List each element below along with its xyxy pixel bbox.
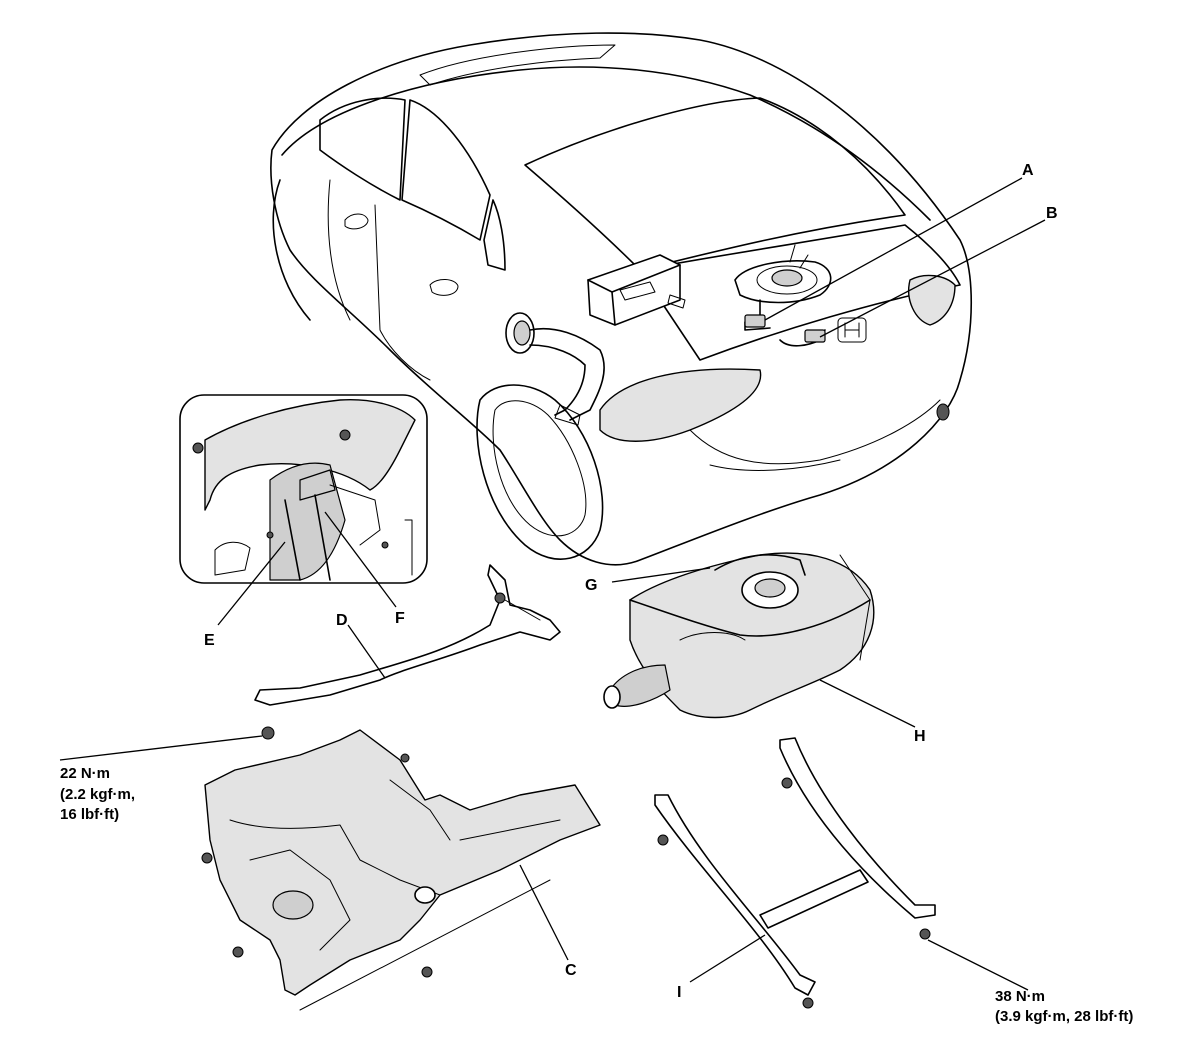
torque-spec-shield-line2: (2.2 kgf·m, <box>60 786 135 803</box>
torque-spec-shield-line3: 16 lbf·ft) <box>60 806 119 823</box>
fuel-tank-h <box>603 552 875 719</box>
fuel-tank-straps-i <box>654 737 936 1009</box>
evap-canister <box>587 254 686 326</box>
honda-emblem <box>837 317 867 343</box>
torque-spec-shield-line1: 22 N·m <box>60 765 110 782</box>
callout-d: D <box>336 612 348 629</box>
fuel-filler-opening <box>505 312 605 426</box>
rear-wheel <box>476 384 604 560</box>
torque-spec-strap-line1: 38 N·m <box>995 988 1045 1005</box>
torque-spec-shield: 22 N·m (2.2 kgf·m, 16 lbf·ft) <box>60 765 135 823</box>
connector-b <box>779 329 826 347</box>
callout-c: C <box>565 962 577 979</box>
leader-lines <box>59 177 1046 991</box>
callout-a: A <box>1022 162 1034 179</box>
fuel-pump-access <box>734 244 832 331</box>
detail-inset <box>179 394 428 584</box>
callout-i: I <box>677 984 681 1001</box>
under-shield-c <box>201 729 601 1011</box>
callout-f: F <box>395 610 405 627</box>
callout-g: G <box>585 577 597 594</box>
torque-spec-strap: 38 N·m (3.9 kgf·m, 28 lbf·ft) <box>995 988 1133 1025</box>
torque-spec-strap-line2: (3.9 kgf·m, 28 lbf·ft) <box>995 1008 1133 1025</box>
filler-pipe-bracket-d <box>254 564 561 740</box>
callout-h: H <box>914 728 926 745</box>
callout-e: E <box>204 632 215 649</box>
callout-b: B <box>1046 205 1058 222</box>
